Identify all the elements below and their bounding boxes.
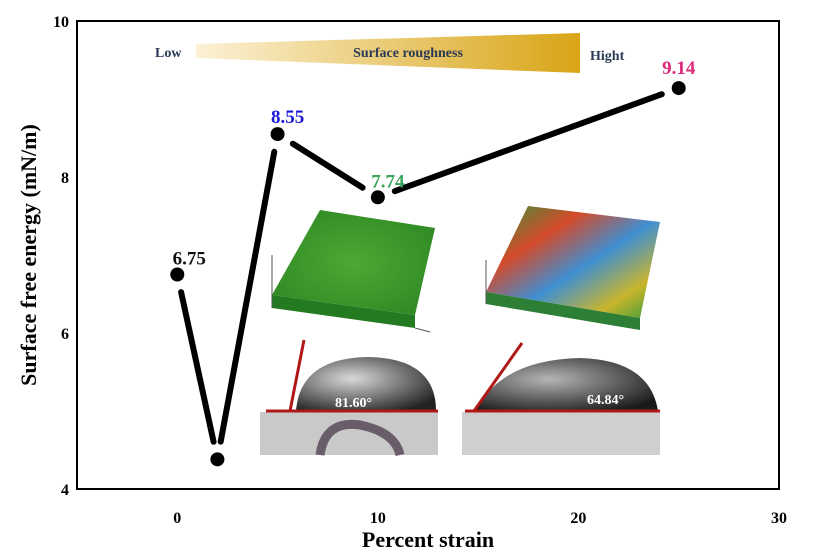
data-point (370, 190, 385, 205)
x-axis-title: Percent strain (362, 527, 494, 552)
data-point (270, 127, 285, 142)
x-tick-label: 20 (570, 510, 586, 527)
data-point (210, 452, 225, 467)
x-tick-label: 10 (370, 510, 386, 527)
inset-contact-angle-left: 81.60° (260, 338, 438, 457)
roughness-indicator: Low Surface roughness Hight (155, 33, 625, 73)
y-tick-label: 4 (61, 482, 69, 499)
y-tick-label: 8 (61, 170, 69, 187)
inset-roughness-map-right (485, 206, 660, 341)
series-line-segment (391, 91, 665, 195)
y-tick-label: 6 (61, 326, 69, 343)
series-line-segment (217, 148, 278, 445)
series-lines (178, 91, 665, 445)
series-line-segment (289, 140, 366, 191)
data-label: 8.55 (271, 107, 304, 128)
contact-angle-right-label: 64.84° (587, 393, 624, 408)
series-line-segment (178, 289, 217, 445)
y-tick-label: 10 (53, 14, 69, 31)
data-label: 6.75 (173, 249, 206, 270)
axis-ticks: 0 10 20 30 4 6 8 10 (53, 14, 787, 527)
roughness-wedge (196, 33, 580, 73)
x-tick-label: 30 (771, 510, 787, 527)
roughness-high-label: Hight (590, 49, 625, 64)
roughness-low-label: Low (155, 46, 182, 61)
data-label: 7.74 (371, 171, 405, 192)
plot-frame (76, 20, 780, 490)
data-point (170, 267, 185, 282)
series-points (170, 81, 686, 467)
y-axis-title: Surface free energy (mN/m) (16, 124, 41, 386)
inset-contact-angle-right: 64.84° (462, 338, 660, 455)
roughness-title: Surface roughness (353, 46, 463, 61)
data-label: 9.14 (662, 58, 696, 79)
point-labels: 6.75 8.55 7.74 9.14 (173, 58, 696, 269)
data-point (671, 81, 686, 96)
inset-roughness-map-left (271, 210, 435, 333)
contact-angle-left-label: 81.60° (335, 396, 372, 411)
x-tick-label: 0 (173, 510, 181, 527)
